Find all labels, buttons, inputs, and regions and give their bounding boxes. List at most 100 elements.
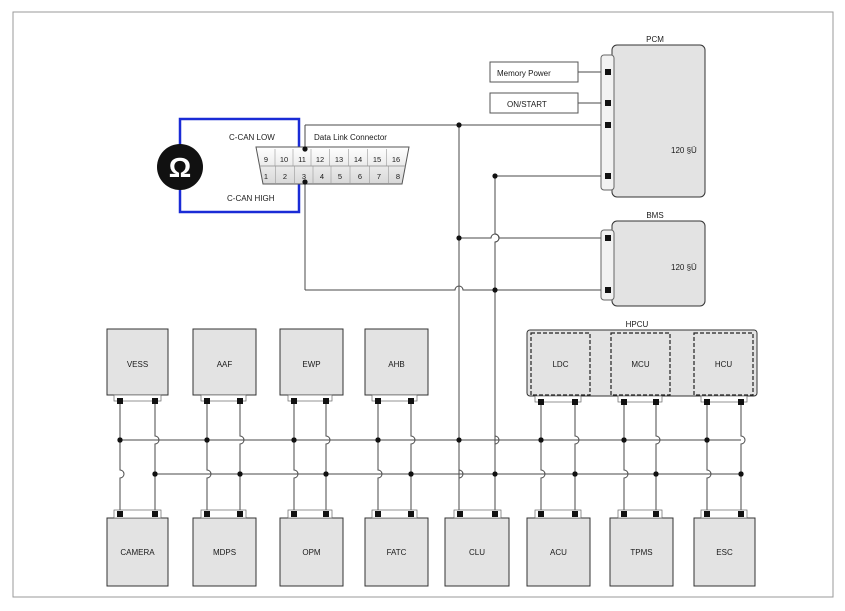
junction-dot bbox=[492, 173, 498, 179]
pcm-module: PCM Memory Power ON/START 120 §Ü bbox=[489, 35, 706, 198]
bms-can-low-line bbox=[459, 233, 612, 239]
connector-pin-2: 2 bbox=[283, 172, 287, 181]
module-label-esc: ESC bbox=[716, 548, 733, 557]
connector-pin-16: 16 bbox=[392, 155, 400, 164]
module-connector bbox=[453, 509, 502, 519]
module-label-clu: CLU bbox=[469, 548, 485, 557]
module-drop bbox=[119, 440, 125, 511]
ecu-pin bbox=[605, 235, 611, 241]
pcm-title: PCM bbox=[646, 35, 664, 44]
terminal bbox=[653, 511, 659, 517]
connector-pin-6: 6 bbox=[358, 172, 362, 181]
module-drop bbox=[154, 401, 160, 474]
connector-pin-8: 8 bbox=[396, 172, 400, 181]
connector-pin-10: 10 bbox=[280, 155, 288, 164]
junction-dot bbox=[323, 471, 329, 477]
terminal bbox=[492, 511, 498, 517]
terminal bbox=[704, 399, 710, 405]
junction-dot bbox=[456, 122, 462, 128]
module-drop bbox=[206, 440, 212, 511]
module-connector bbox=[534, 395, 582, 403]
terminal bbox=[408, 511, 414, 517]
module-vess bbox=[106, 328, 169, 396]
module-connector bbox=[113, 509, 162, 519]
pcm-resistor-label: 120 §Ü bbox=[671, 146, 697, 155]
junction-dot bbox=[291, 437, 297, 443]
module-drop bbox=[410, 401, 416, 474]
terminal bbox=[291, 398, 297, 404]
hpcu-submodule-mcu bbox=[610, 332, 671, 396]
terminal bbox=[375, 511, 381, 517]
terminal bbox=[323, 511, 329, 517]
module-connector bbox=[200, 509, 247, 519]
terminal bbox=[572, 511, 578, 517]
module-drop bbox=[574, 402, 580, 474]
junction-dot bbox=[621, 437, 627, 443]
ohm-meter-icon bbox=[157, 144, 203, 190]
junction-dot bbox=[704, 437, 710, 443]
bms-title: BMS bbox=[646, 211, 663, 220]
module-connector bbox=[371, 394, 418, 402]
junction-dot bbox=[302, 146, 308, 152]
hpcu-module: HPCU bbox=[526, 320, 758, 397]
connector-pin-7: 7 bbox=[377, 172, 381, 181]
bms-connector bbox=[600, 229, 615, 301]
trunk-high bbox=[494, 176, 500, 515]
connector-body bbox=[255, 146, 410, 185]
c-can-low-label: C-CAN LOW bbox=[229, 133, 275, 142]
connector-pin-9: 9 bbox=[264, 155, 268, 164]
connector-pin-13: 13 bbox=[335, 155, 343, 164]
module-connector bbox=[287, 509, 333, 519]
terminal bbox=[152, 511, 158, 517]
module-connector bbox=[617, 509, 663, 519]
ecu-pin bbox=[605, 100, 611, 106]
terminal bbox=[291, 511, 297, 517]
module-opm bbox=[279, 517, 344, 587]
on-start-input bbox=[489, 92, 579, 114]
clu-low-drop bbox=[458, 125, 464, 511]
module-connector bbox=[287, 394, 333, 402]
terminal bbox=[621, 511, 627, 517]
module-drop bbox=[377, 440, 383, 511]
junction-dot bbox=[456, 437, 462, 443]
hpcu-submodule-ldc bbox=[530, 332, 591, 396]
junction-dot bbox=[375, 437, 381, 443]
junction-dot bbox=[302, 179, 308, 185]
module-connector bbox=[371, 509, 418, 519]
junction-dot bbox=[456, 235, 462, 241]
c-can-high-label: C-CAN HIGH bbox=[227, 194, 275, 203]
hpcu-submodule-hcu bbox=[693, 332, 754, 396]
connector-pin-5: 5 bbox=[338, 172, 342, 181]
bms-resistor-label: 120 §Ü bbox=[671, 263, 697, 272]
junction-dot bbox=[237, 471, 243, 477]
module-acu bbox=[526, 517, 591, 587]
terminal bbox=[237, 398, 243, 404]
memory-power-label: Memory Power bbox=[497, 69, 551, 78]
terminal bbox=[572, 399, 578, 405]
module-drop bbox=[325, 401, 331, 474]
junction-dot bbox=[538, 437, 544, 443]
ecu-pin bbox=[605, 69, 611, 75]
terminal bbox=[653, 399, 659, 405]
clu-high-drop bbox=[494, 176, 500, 511]
module-ahb bbox=[364, 328, 429, 396]
module-label-opm: OPM bbox=[302, 548, 321, 557]
connector-pin-15: 15 bbox=[373, 155, 381, 164]
terminal bbox=[538, 399, 544, 405]
connector-title: Data Link Connector bbox=[314, 133, 387, 142]
ecu-pin bbox=[605, 122, 611, 128]
ecu-pin bbox=[605, 287, 611, 293]
connector-pin-4: 4 bbox=[320, 172, 324, 181]
module-drop bbox=[540, 440, 546, 511]
terminal bbox=[738, 399, 744, 405]
module-drop bbox=[655, 402, 661, 474]
junction-dot bbox=[653, 471, 659, 477]
terminal bbox=[117, 398, 123, 404]
module-clu bbox=[444, 517, 510, 587]
module-label-vess: VESS bbox=[127, 360, 148, 369]
terminal bbox=[237, 511, 243, 517]
module-label-aaf: AAF bbox=[217, 360, 233, 369]
terminal bbox=[204, 511, 210, 517]
ecu-pin bbox=[605, 173, 611, 179]
